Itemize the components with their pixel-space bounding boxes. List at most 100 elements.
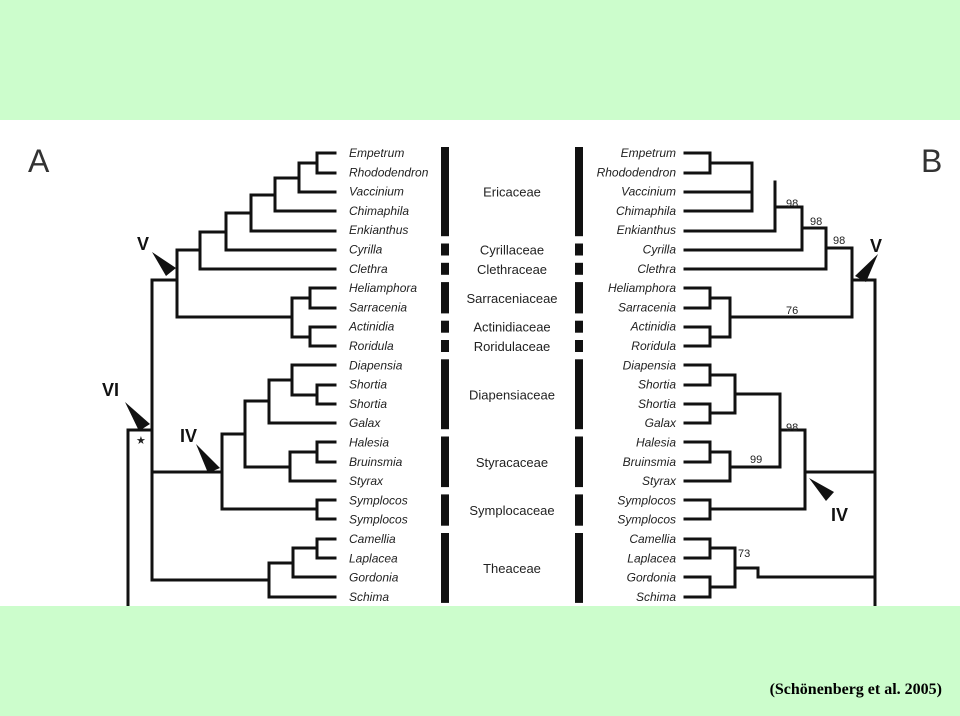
clade-label-v-left: V	[137, 234, 149, 254]
taxon-label: Roridula	[349, 339, 394, 353]
taxon-label: Actinidia	[348, 320, 395, 334]
family-bar-left	[441, 147, 449, 237]
taxon-label: Galax	[645, 416, 677, 430]
taxon-label: Styrax	[349, 474, 384, 488]
arrowhead-v-right	[855, 254, 878, 282]
clade-label-iv-right: IV	[831, 505, 848, 525]
taxon-label: Sarracenia	[618, 300, 676, 314]
taxon-label: Laplacea	[349, 551, 398, 565]
taxon-labels-left: EmpetrumRhododendronVacciniumChimaphilaE…	[348, 146, 429, 604]
taxon-label: Rhododendron	[349, 165, 429, 179]
taxon-label: Laplacea	[627, 551, 676, 565]
taxon-label: Gordonia	[349, 571, 399, 585]
family-bar-right	[575, 436, 583, 488]
taxon-label: Empetrum	[349, 146, 404, 160]
tree-a	[126, 151, 337, 606]
family-label: Symplocaceae	[469, 503, 554, 518]
family-bar-right	[575, 320, 583, 333]
family-bar-right	[575, 533, 583, 603]
taxon-label: Clethra	[637, 262, 676, 276]
citation: (Schönenberg et al. 2005)	[769, 681, 942, 698]
family-labels: EricaceaeCyrillaceaeClethraceaeSarraceni…	[466, 185, 557, 576]
taxon-label: Halesia	[349, 436, 389, 450]
family-label: Ericaceae	[483, 185, 541, 200]
family-bar-left	[441, 533, 449, 603]
taxon-label: Cyrilla	[643, 243, 677, 257]
clade-label-iv-left: IV	[180, 426, 197, 446]
support-value: 76	[786, 305, 798, 317]
taxon-label: Bruinsmia	[623, 455, 677, 469]
family-bar-left	[441, 320, 449, 333]
family-bar-left	[441, 262, 449, 275]
support-value: 98	[786, 422, 798, 434]
taxon-label: Symplocos	[617, 493, 676, 507]
clade-label-v-right: V	[870, 236, 882, 256]
taxon-label: Rhododendron	[597, 165, 677, 179]
taxon-labels-right: EmpetrumRhododendronVacciniumChimaphilaE…	[597, 146, 677, 604]
family-bar-right	[575, 147, 583, 237]
taxon-label: Roridula	[631, 339, 676, 353]
taxon-label: Clethra	[349, 262, 388, 276]
taxon-label: Heliamphora	[349, 281, 417, 295]
top-band	[0, 0, 960, 120]
taxon-label: Heliamphora	[608, 281, 676, 295]
family-label: Actinidiaceae	[473, 320, 550, 335]
arrowhead-iv-right	[809, 478, 834, 501]
star-marker: ★	[136, 435, 146, 447]
taxon-label: Symplocos	[349, 493, 408, 507]
family-label: Cyrillaceae	[480, 243, 544, 258]
support-value: 99	[750, 454, 762, 466]
taxon-label: Shortia	[638, 378, 676, 392]
taxon-label: Sarracenia	[349, 300, 407, 314]
family-label: Theaceae	[483, 561, 541, 576]
taxon-label: Diapensia	[349, 358, 403, 372]
panel-label-a: A	[28, 143, 50, 179]
family-label: Diapensiaceae	[469, 387, 555, 402]
taxon-label: Shortia	[638, 397, 676, 411]
taxon-label: Shortia	[349, 378, 387, 392]
taxon-label: Chimaphila	[616, 204, 676, 218]
taxon-label: Chimaphila	[349, 204, 409, 218]
taxon-label: Halesia	[636, 436, 676, 450]
taxon-label: Schima	[636, 590, 676, 604]
family-label: Sarraceniaceae	[466, 291, 557, 306]
taxon-label: Symplocos	[617, 513, 676, 527]
taxon-label: Vaccinium	[621, 185, 676, 199]
family-bar-right	[575, 262, 583, 275]
family-bar-left	[441, 282, 449, 314]
taxon-label: Diapensia	[623, 358, 677, 372]
taxon-label: Enkianthus	[349, 223, 408, 237]
taxon-label: Enkianthus	[617, 223, 676, 237]
support-value: 98	[786, 198, 798, 210]
family-bar-right	[575, 243, 583, 256]
family-bar-left	[441, 243, 449, 256]
taxon-label: Gordonia	[627, 571, 677, 585]
family-label: Roridulaceae	[474, 339, 551, 354]
family-label: Styracaceae	[476, 455, 548, 470]
tree-b	[683, 151, 877, 606]
taxon-label: Galax	[349, 416, 381, 430]
taxon-label: Shortia	[349, 397, 387, 411]
taxon-label: Actinidia	[630, 320, 677, 334]
family-bar-right	[575, 494, 583, 526]
family-bar-left	[441, 340, 449, 352]
taxon-label: Schima	[349, 590, 389, 604]
family-bar-left	[441, 494, 449, 526]
family-bar-right	[575, 340, 583, 352]
taxon-label: Styrax	[642, 474, 677, 488]
taxon-label: Camellia	[349, 532, 396, 546]
phylogeny-figure: A B	[28, 143, 942, 606]
family-bar-left	[441, 359, 449, 430]
taxon-label: Bruinsmia	[349, 455, 403, 469]
arrowhead-v-left	[152, 252, 176, 276]
family-bar-right	[575, 282, 583, 314]
support-value: 73	[738, 548, 750, 560]
clade-label-vi: VI	[102, 380, 119, 400]
support-value: 98	[833, 235, 845, 247]
taxon-label: Camellia	[629, 532, 676, 546]
family-bar-right	[575, 359, 583, 430]
family-label: Clethraceae	[477, 262, 547, 277]
arrowhead-vi	[125, 402, 150, 431]
taxon-label: Empetrum	[621, 146, 676, 160]
support-value: 98	[810, 216, 822, 228]
